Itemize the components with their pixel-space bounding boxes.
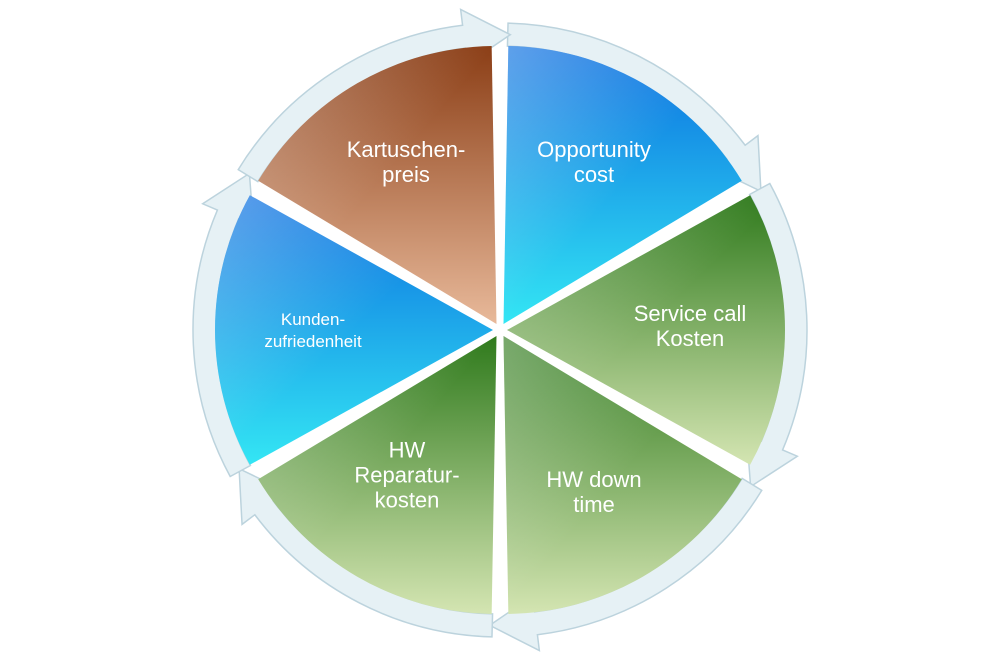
segment-label-reparatur-line-1: HW bbox=[389, 438, 426, 463]
segment-label-opportunity-line-1: Opportunity bbox=[537, 137, 651, 162]
segment-label-reparatur-line-3: kosten bbox=[375, 488, 440, 513]
segment-kartuschen-shine bbox=[258, 45, 497, 324]
segment-label-kunden-line-2: zufriedenheit bbox=[264, 332, 362, 351]
segment-service-shine bbox=[507, 195, 786, 465]
pie-segments bbox=[215, 45, 786, 615]
segment-reparatur-shine bbox=[258, 336, 497, 615]
segment-label-kunden: Kunden-zufriedenheit bbox=[264, 310, 362, 351]
segment-label-service-line-1: Service call bbox=[634, 301, 746, 326]
segment-opportunity-shine bbox=[503, 45, 742, 324]
segment-kunden-shine bbox=[215, 195, 494, 465]
segment-label-kunden-line-1: Kunden- bbox=[281, 310, 345, 329]
segment-label-downtime-line-1: HW down bbox=[546, 467, 641, 492]
segment-label-service-line-2: Kosten bbox=[656, 326, 725, 351]
segment-label-kartuschen: Kartuschen-preis bbox=[347, 137, 466, 187]
segment-label-reparatur-line-2: Reparatur- bbox=[354, 463, 459, 488]
segment-label-kartuschen-line-1: Kartuschen- bbox=[347, 137, 466, 162]
segment-downtime-shine bbox=[503, 336, 742, 615]
segment-label-opportunity-line-2: cost bbox=[574, 162, 614, 187]
segment-label-kartuschen-line-2: preis bbox=[382, 162, 430, 187]
segment-label-downtime-line-2: time bbox=[573, 492, 615, 517]
